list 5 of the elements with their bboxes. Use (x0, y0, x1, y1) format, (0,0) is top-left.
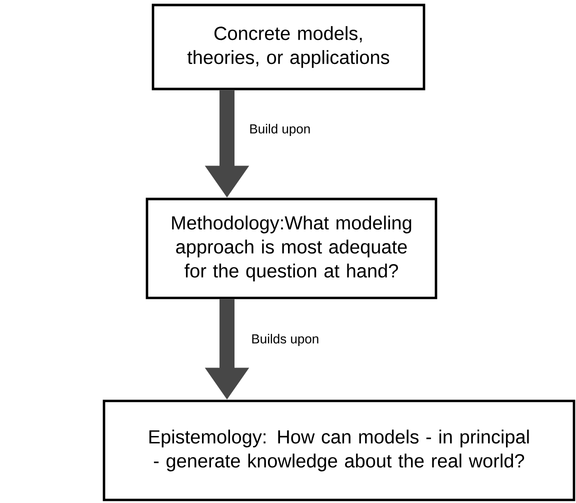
edge-label: Builds upon (250, 332, 320, 348)
process-box: Concrete models, theories, or applications (152, 4, 426, 90)
edge-label: Build upon (248, 122, 312, 138)
process-box: Epistemology: How can models - in principal - generate knowledge about the real world? (102, 400, 576, 502)
process-box: Methodology:What modeling approach is most adequate for the question at hand? (146, 198, 438, 300)
